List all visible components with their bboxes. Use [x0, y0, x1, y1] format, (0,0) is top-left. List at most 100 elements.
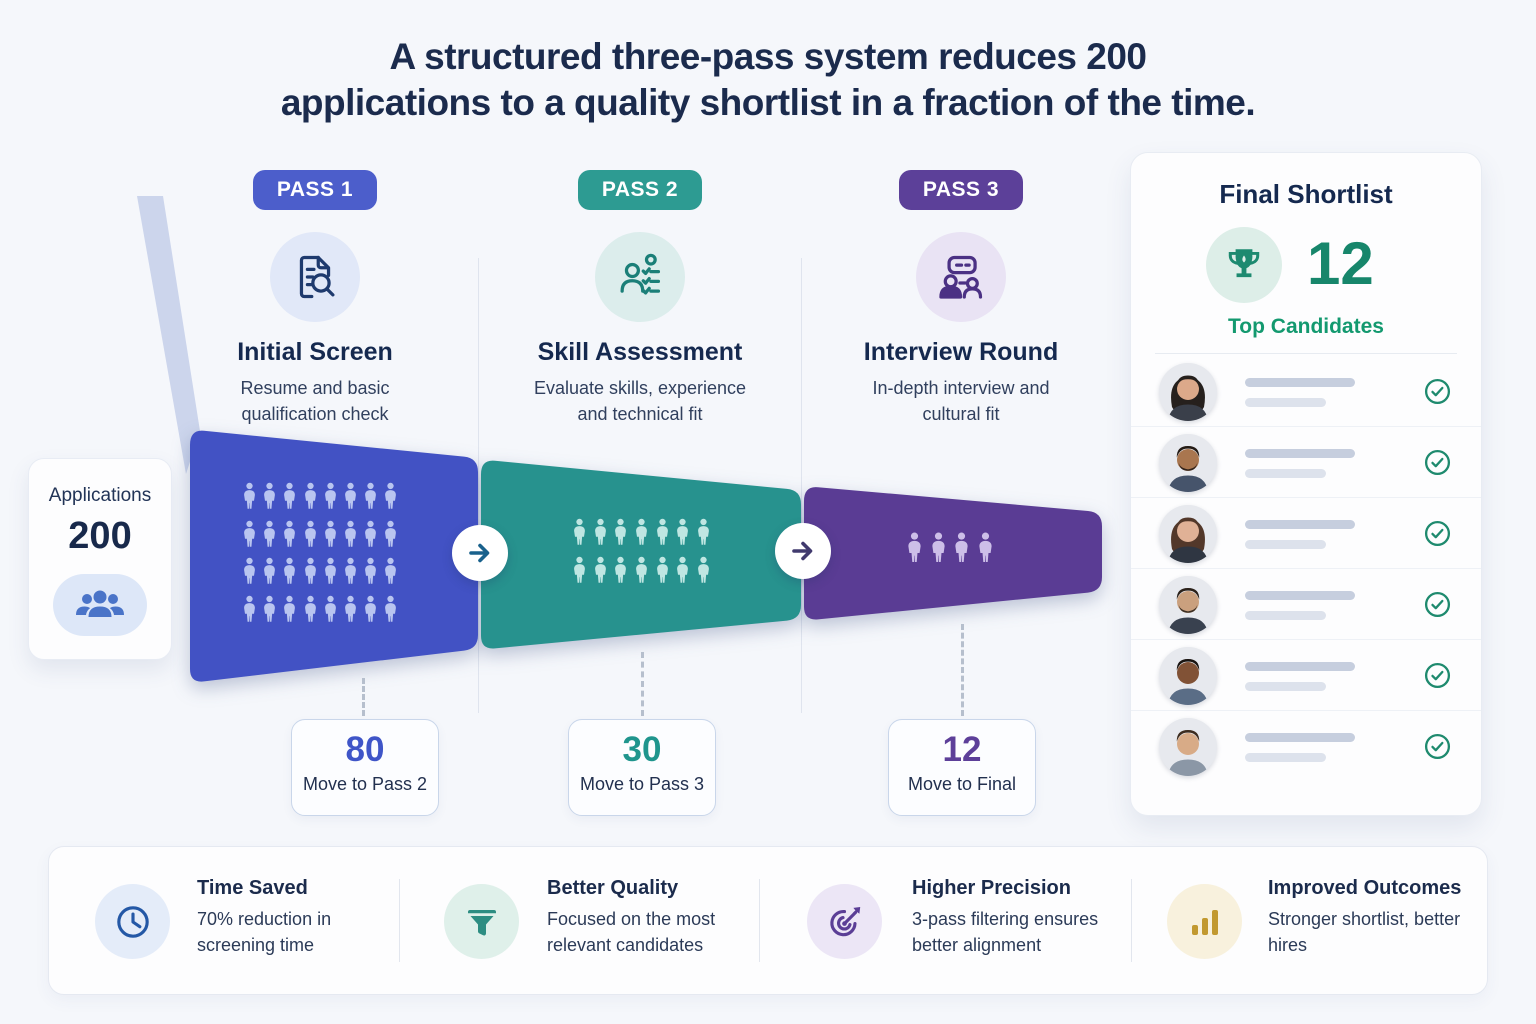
person-pictogram-icon	[264, 595, 276, 622]
people-group-icon	[53, 574, 147, 636]
person-pictogram-icon	[594, 556, 606, 583]
interview-people-icon	[939, 255, 983, 299]
stat-value: 80	[345, 730, 385, 769]
pass-1-title: Initial Screen	[237, 338, 393, 366]
arrow-right-icon	[792, 541, 813, 561]
person-pictogram-icon	[365, 595, 377, 622]
trophy-gem	[1242, 255, 1246, 263]
candidate-role-placeholder	[1245, 753, 1326, 762]
candidate-avatar	[1159, 505, 1217, 563]
person-pictogram-icon	[324, 520, 336, 547]
candidate-avatar	[1159, 434, 1217, 492]
person-pictogram-icon	[656, 518, 668, 545]
stat-box-pass-3: 30 Move to Pass 3	[568, 719, 716, 816]
person-pictogram-icon	[955, 532, 968, 562]
candidate-role-placeholder	[1245, 469, 1326, 478]
pass-1-people-icons	[242, 482, 404, 632]
connector-dash-2	[641, 652, 644, 716]
candidate-name-placeholder	[1245, 733, 1355, 742]
target-icon-circle	[807, 884, 882, 959]
person-pictogram-icon	[244, 557, 255, 584]
stat-label: Move to Pass 2	[302, 774, 428, 794]
candidate-avatar	[1159, 718, 1217, 776]
person-pictogram-icon	[698, 518, 710, 545]
stat-label: Move to Final	[907, 774, 1017, 794]
benefit-description: 70% reduction in screening time	[197, 909, 332, 955]
check-circle-icon	[1424, 662, 1451, 689]
person-pictogram-icon	[636, 556, 647, 583]
person-pictogram-icon	[574, 518, 585, 545]
candidate-row	[1131, 356, 1481, 427]
stat-value: 30	[622, 730, 662, 769]
candidate-avatar-illustration	[1159, 576, 1217, 634]
person-pictogram-icon	[385, 557, 397, 584]
person-pictogram-icon	[284, 595, 296, 622]
pass-1-icon-circle	[270, 232, 360, 322]
funnel-arrow-2	[775, 523, 831, 579]
shortlist-title: Final Shortlist	[1219, 179, 1393, 209]
applications-count: 200	[68, 515, 132, 557]
benefit-description: Focused on the most relevant candidates	[547, 909, 716, 955]
person-pictogram-icon	[264, 557, 276, 584]
person-pictogram-icon	[244, 595, 255, 622]
candidate-avatar	[1159, 647, 1217, 705]
candidate-name-placeholder	[1245, 449, 1355, 458]
person-pictogram-icon	[304, 482, 316, 509]
candidate-row	[1131, 640, 1481, 711]
connector-dash-3	[961, 624, 964, 716]
check-circle-icon	[1424, 449, 1451, 476]
people-group-icon	[76, 590, 124, 617]
pass-1-badge: PASS 1	[252, 170, 378, 210]
pass-3-column: PASS 3 Interview Round In-depth intervie…	[831, 170, 1091, 427]
stat-box-pass-2: 80 Move to Pass 2	[291, 719, 439, 816]
candidate-avatar	[1159, 363, 1217, 421]
pass-2-column: PASS 2 Skill Assessment Evaluate skills,…	[510, 170, 770, 427]
person-pictogram-icon	[677, 518, 689, 545]
check-circle-icon	[1424, 591, 1451, 618]
person-pictogram-icon	[345, 520, 356, 547]
person-pictogram-icon	[304, 520, 316, 547]
benefit-divider	[759, 879, 760, 962]
person-pictogram-icon	[615, 556, 627, 583]
person-pictogram-icon	[345, 557, 356, 584]
person-pictogram-icon	[284, 520, 296, 547]
candidate-role-placeholder	[1245, 398, 1326, 407]
person-pictogram-icon	[345, 595, 356, 622]
check-circle-icon	[1424, 520, 1451, 547]
candidate-name-placeholder	[1245, 591, 1355, 600]
candidate-name-placeholder	[1245, 662, 1355, 671]
person-pictogram-icon	[365, 482, 377, 509]
candidate-avatar-illustration	[1159, 363, 1217, 421]
funnel-icon-circle	[444, 884, 519, 959]
candidate-avatar-illustration	[1159, 718, 1217, 776]
trophy-icon	[1228, 249, 1260, 278]
person-pictogram-icon	[244, 482, 255, 509]
person-pictogram-icon	[908, 532, 921, 562]
arrow-right-icon	[469, 543, 490, 563]
pass-2-description: Evaluate skills, experience and technica…	[533, 378, 747, 424]
shortlist-count: 12	[1307, 230, 1374, 297]
person-pictogram-icon	[324, 595, 336, 622]
candidate-role-placeholder	[1245, 611, 1326, 620]
pass-2-title: Skill Assessment	[537, 338, 743, 366]
candidate-row	[1131, 569, 1481, 640]
person-pictogram-icon	[677, 556, 689, 583]
person-pictogram-icon	[324, 482, 336, 509]
person-pictogram-icon	[324, 557, 336, 584]
page-title: A structured three-pass system reduces 2…	[0, 34, 1536, 126]
person-pictogram-icon	[365, 557, 377, 584]
person-pictogram-icon	[244, 520, 255, 547]
person-pictogram-icon	[931, 532, 945, 562]
candidate-avatar	[1159, 576, 1217, 634]
bar-chart-icon-circle	[1167, 884, 1242, 959]
clock-icon	[116, 905, 149, 938]
person-pictogram-icon	[284, 557, 296, 584]
person-pictogram-icon	[304, 595, 316, 622]
person-pictogram-icon	[284, 482, 296, 509]
pass-2-badge: PASS 2	[577, 170, 703, 210]
pass-3-title: Interview Round	[863, 338, 1059, 366]
person-pictogram-icon	[264, 520, 276, 547]
person-checklist-icon	[620, 253, 661, 295]
candidate-name-placeholder	[1245, 378, 1355, 387]
